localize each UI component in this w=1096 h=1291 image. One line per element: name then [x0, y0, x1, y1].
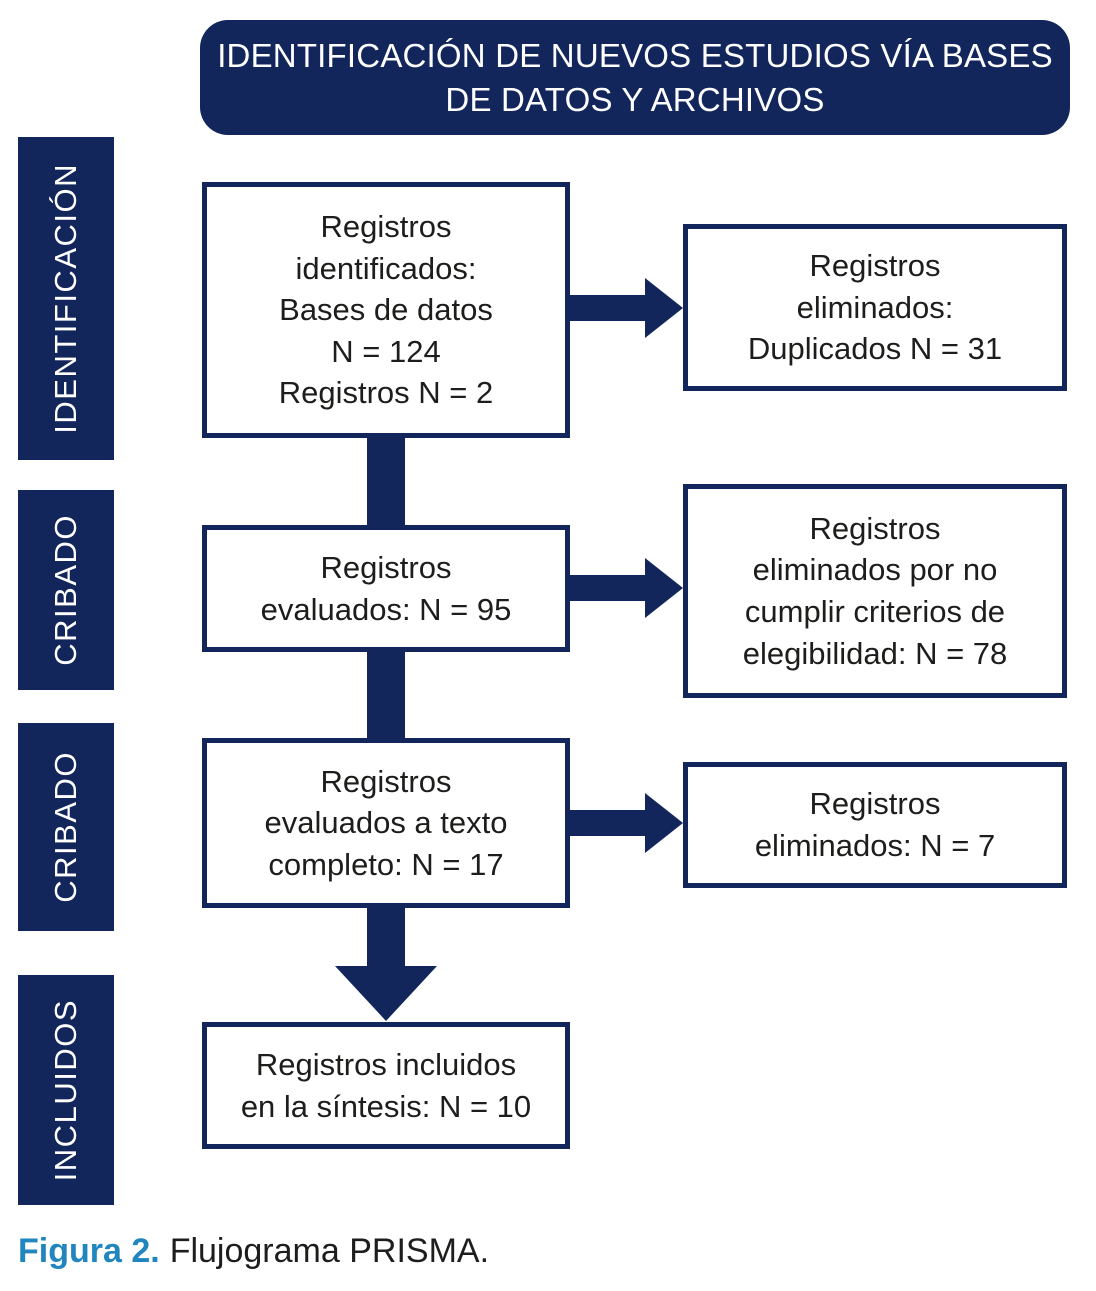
arrow-right-2-shaft — [570, 575, 648, 601]
arrow-right-1 — [570, 278, 683, 338]
box-records-screened-text: Registros evaluados: N = 95 — [260, 549, 512, 627]
figure-caption: Figura 2.Flujograma PRISMA. — [18, 1232, 489, 1271]
box-records-identified-text: Registros identificados: Bases de datos … — [278, 209, 494, 411]
arrow-down-1 — [367, 436, 405, 528]
arrow-right-1-head — [645, 278, 683, 338]
stage-label-cribado-2-text: CRIBADO — [48, 751, 83, 903]
box-records-fulltext: Registros evaluados a texto completo: N … — [202, 738, 570, 908]
box-records-removed-duplicates-text: Registros eliminados: Duplicados N = 31 — [747, 248, 1003, 367]
box-records-included-text: Registros incluidos en la síntesis: N = … — [240, 1046, 532, 1124]
arrow-right-3-shaft — [570, 810, 648, 836]
box-records-excluded-criteria: Registros eliminados por no cumplir crit… — [683, 484, 1067, 698]
box-records-fulltext-text: Registros evaluados a texto completo: N … — [264, 763, 508, 882]
arrow-right-2-head — [645, 558, 683, 618]
flow-header-banner: IDENTIFICACIÓN DE NUEVOS ESTUDIOS VÍA BA… — [200, 20, 1070, 135]
box-records-identified: Registros identificados: Bases de datos … — [202, 182, 570, 438]
arrow-right-1-shaft — [570, 295, 648, 321]
stage-label-cribado-2: CRIBADO — [18, 723, 114, 931]
arrow-down-2 — [367, 650, 405, 741]
arrow-right-3-head — [645, 793, 683, 853]
flow-header-title: IDENTIFICACIÓN DE NUEVOS ESTUDIOS VÍA BA… — [217, 36, 1053, 118]
arrow-right-3 — [570, 793, 683, 853]
stage-label-identificacion-text: IDENTIFICACIÓN — [48, 163, 83, 434]
arrow-down-3-head — [335, 966, 437, 1021]
arrow-right-2 — [570, 558, 683, 618]
box-records-excluded-fulltext-text: Registros eliminados: N = 7 — [754, 786, 996, 863]
figure-caption-text: Flujograma PRISMA. — [169, 1232, 490, 1270]
box-records-excluded-fulltext: Registros eliminados: N = 7 — [683, 762, 1067, 888]
box-records-excluded-criteria-text: Registros eliminados por no cumplir crit… — [742, 510, 1008, 671]
stage-label-cribado-1-text: CRIBADO — [48, 514, 83, 666]
box-records-removed-duplicates: Registros eliminados: Duplicados N = 31 — [683, 224, 1067, 391]
box-records-screened: Registros evaluados: N = 95 — [202, 525, 570, 652]
stage-label-identificacion: IDENTIFICACIÓN — [18, 137, 114, 460]
stage-label-cribado-1: CRIBADO — [18, 490, 114, 690]
arrow-down-3-shaft — [367, 906, 405, 967]
box-records-included: Registros incluidos en la síntesis: N = … — [202, 1022, 570, 1149]
figure-caption-label: Figura 2. — [18, 1232, 160, 1270]
stage-label-incluidos-text: INCLUIDOS — [48, 998, 83, 1182]
stage-label-incluidos: INCLUIDOS — [18, 975, 114, 1205]
